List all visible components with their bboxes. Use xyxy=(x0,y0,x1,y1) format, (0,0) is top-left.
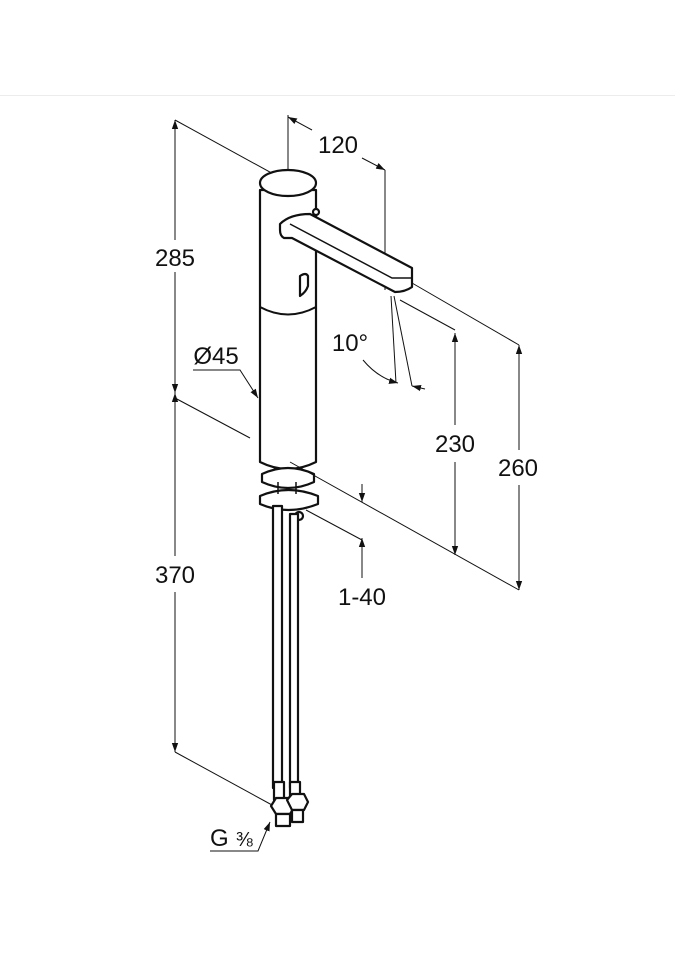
dimension-120: 120 xyxy=(287,115,386,290)
label-285: 285 xyxy=(155,245,195,272)
label-120: 120 xyxy=(318,132,358,159)
label-260: 260 xyxy=(498,455,538,482)
label-connection: G xyxy=(210,825,229,852)
dimension-diameter: Ø45 xyxy=(193,343,259,399)
dimension-230: 230 xyxy=(435,333,475,555)
dimension-connection: G ⅜ xyxy=(210,821,271,852)
dimension-deck-thickness: 1-40 xyxy=(305,484,386,611)
label-230: 230 xyxy=(435,431,475,458)
dimension-370: 370 xyxy=(155,393,273,806)
label-spray-angle: 10° xyxy=(332,330,368,357)
label-connection-size: ⅜ xyxy=(236,829,253,851)
dimension-spray-angle: 10° xyxy=(332,295,456,392)
label-1-40: 1-40 xyxy=(338,584,386,611)
faucet-body xyxy=(258,168,414,828)
header-bar xyxy=(0,0,675,96)
dimension-260: 260 xyxy=(289,282,538,591)
dimension-285: 285 xyxy=(155,119,289,393)
label-370: 370 xyxy=(155,562,195,589)
label-diameter: Ø45 xyxy=(193,343,238,370)
